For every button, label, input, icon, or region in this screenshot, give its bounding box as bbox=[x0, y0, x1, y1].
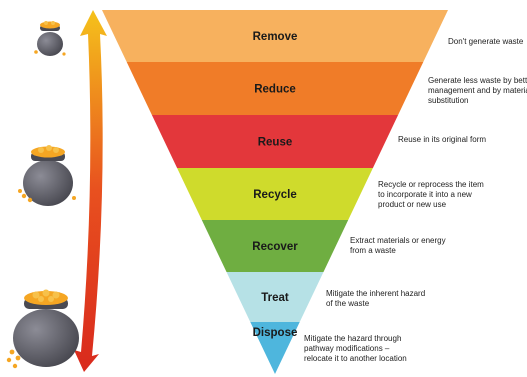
description-line: from a waste bbox=[350, 246, 396, 255]
description-line: Don't generate waste bbox=[448, 37, 524, 46]
double-arrow-icon bbox=[74, 10, 107, 372]
description-line: Generate less waste by better bbox=[428, 76, 527, 85]
level-label-recover: Recover bbox=[252, 241, 298, 253]
description-line: Mitigate the hazard through bbox=[304, 334, 402, 343]
large-pot-icon bbox=[6, 289, 79, 369]
level-label-recycle: Recycle bbox=[253, 189, 296, 201]
level-label-dispose: Dispose bbox=[253, 327, 298, 339]
description-line: relocate it to another location bbox=[304, 354, 407, 363]
description-line: pathway modifications – bbox=[304, 344, 390, 353]
waste-hierarchy-pyramid: RemoveReduceReuseRecycleRecoverTreatDisp… bbox=[102, 10, 448, 374]
level-label-treat: Treat bbox=[261, 292, 289, 304]
level-label-reuse: Reuse bbox=[258, 137, 293, 149]
pyramid-band-reduce bbox=[126, 62, 424, 115]
description-line: product or new use bbox=[378, 200, 447, 209]
description-line: to incorporate it into a new bbox=[378, 190, 472, 199]
pyramid-band-remove bbox=[102, 10, 448, 62]
medium-pot-icon bbox=[18, 145, 76, 206]
pyramid-band-dispose bbox=[250, 322, 300, 374]
description-line: Mitigate the inherent hazard bbox=[326, 289, 426, 298]
pyramid-band-treat bbox=[226, 272, 324, 322]
description-line: substitution bbox=[428, 96, 469, 105]
description-line: Recycle or reprocess the item bbox=[378, 180, 484, 189]
pyramid-band-reuse bbox=[151, 115, 399, 168]
level-description-remove: Don't generate waste bbox=[448, 37, 523, 47]
pyramid-band-recycle bbox=[177, 168, 373, 220]
description-line: Reuse in its original form bbox=[398, 135, 487, 144]
description-line: of the waste bbox=[326, 299, 370, 308]
level-label-reduce: Reduce bbox=[254, 84, 296, 96]
small-pot-icon bbox=[34, 21, 66, 56]
description-line: Extract materials or energy bbox=[350, 236, 446, 245]
level-label-remove: Remove bbox=[253, 31, 298, 43]
level-description-reuse: Reuse in its original form bbox=[398, 135, 486, 145]
pyramid-band-recover bbox=[201, 220, 349, 272]
description-line: management and by material bbox=[428, 86, 527, 95]
